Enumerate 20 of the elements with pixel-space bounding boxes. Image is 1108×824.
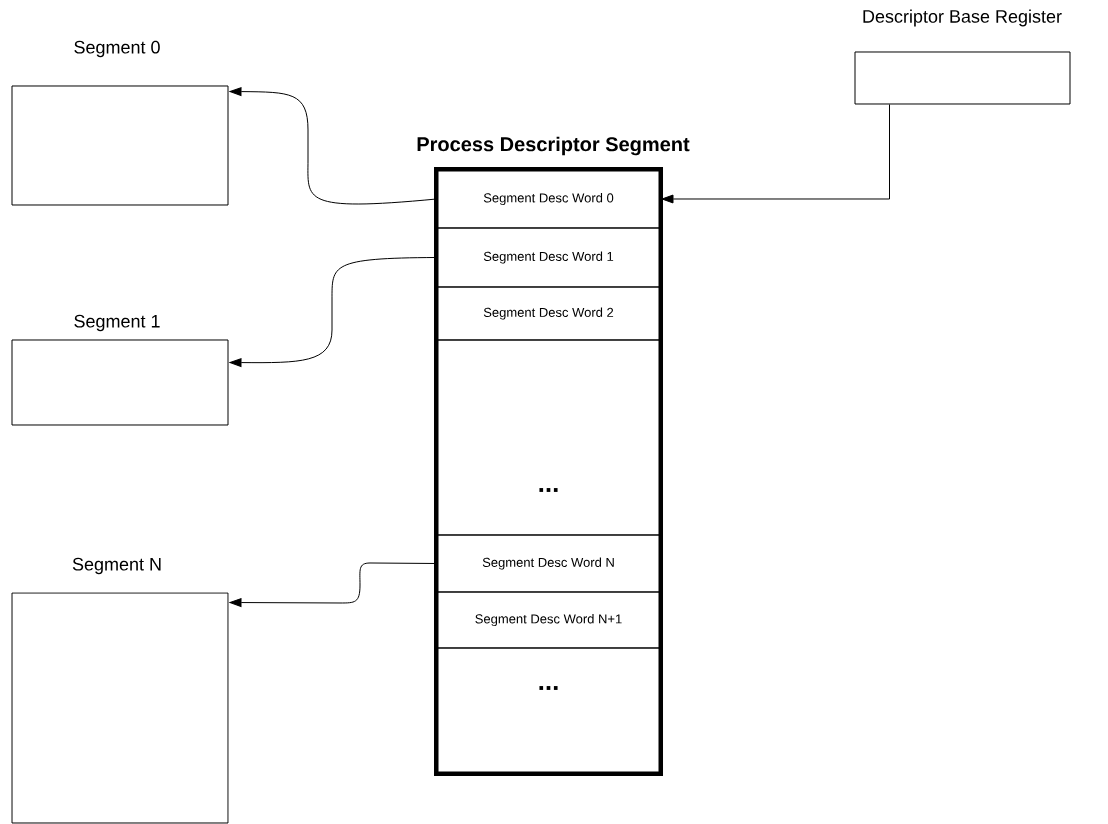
node-label: Segment 0 <box>74 40 160 58</box>
arrow <box>229 87 437 205</box>
arrow <box>229 562 437 607</box>
segment-box: Descriptor Base Register <box>854 9 1071 105</box>
node-label: Segment N <box>72 557 161 575</box>
table-cell: Segment Desc Word N <box>436 534 661 593</box>
table-cell: Segment Desc Word N+1 <box>436 591 661 649</box>
node-label: Descriptor Base Register <box>863 9 1062 27</box>
table-cell: Segment Desc Word 2 <box>436 286 661 341</box>
arrow <box>661 104 890 204</box>
arrow <box>229 257 437 367</box>
table-cell: ... <box>436 339 661 536</box>
table-cell: Segment Desc Word 0 <box>436 169 661 229</box>
node-label: Segment 1 <box>74 314 160 332</box>
table-cell: ... <box>436 647 661 774</box>
node-label: Process Descriptor Segment <box>417 136 690 156</box>
segment-box: Segment 0 <box>11 40 229 206</box>
table-cell: Segment Desc Word 1 <box>436 227 661 288</box>
segment-box: Segment N <box>11 557 229 824</box>
segment-box: Segment 1 <box>11 314 229 426</box>
